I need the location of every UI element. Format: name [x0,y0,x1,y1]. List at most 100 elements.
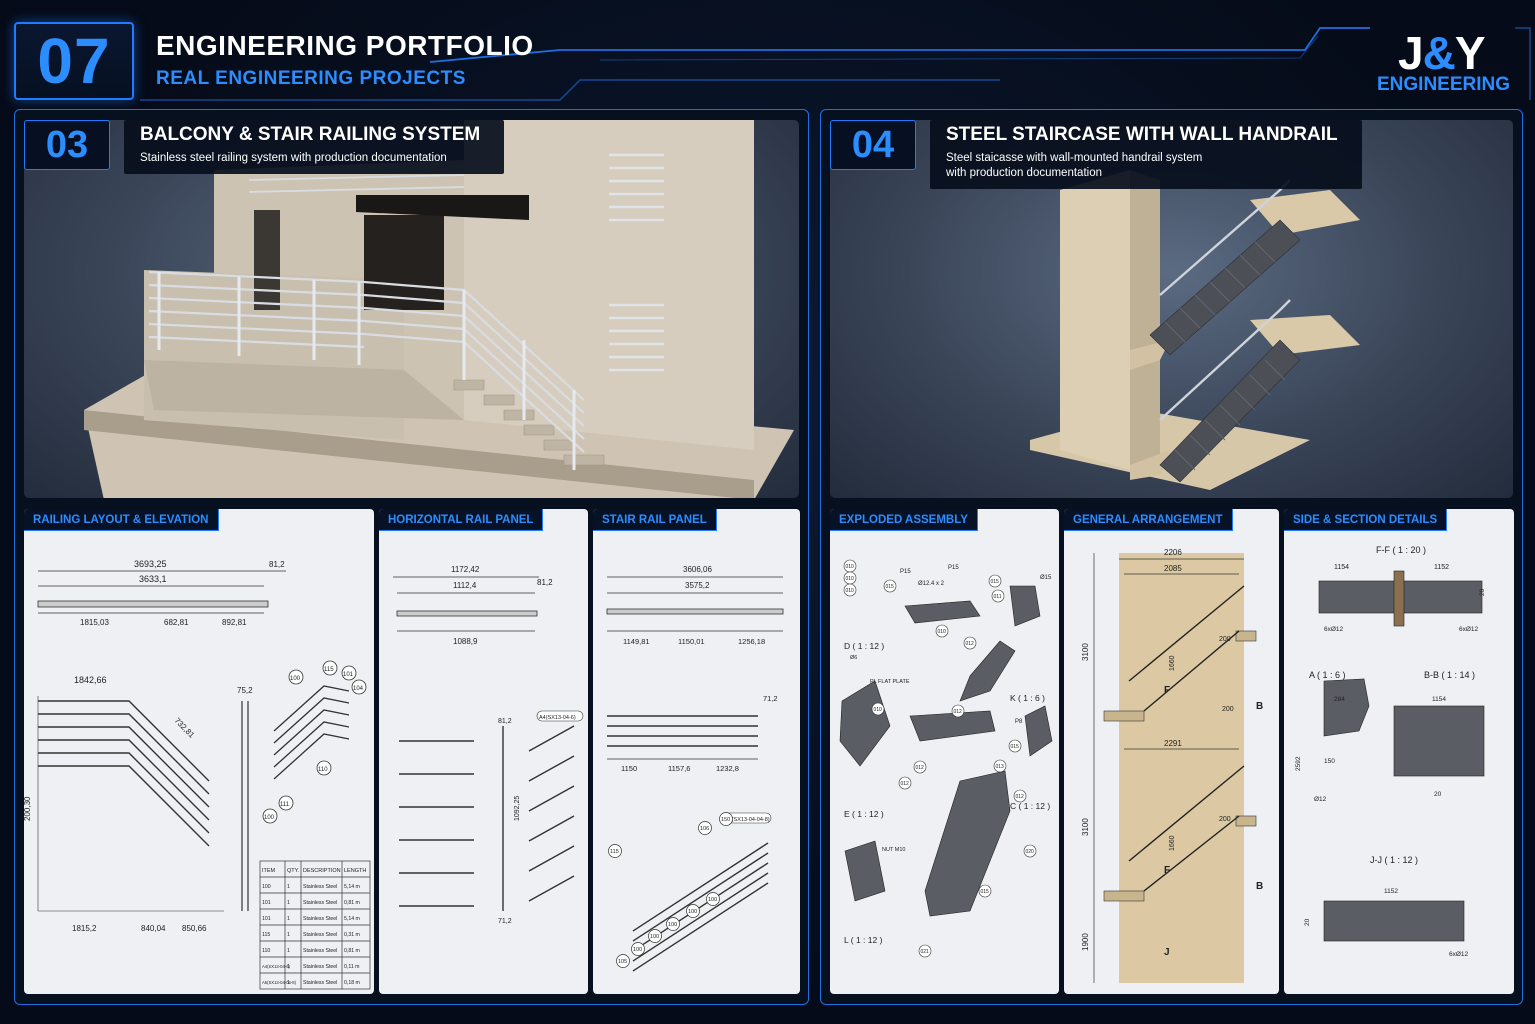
svg-text:732,81: 732,81 [173,716,197,740]
svg-text:200: 200 [1222,706,1234,713]
svg-text:111: 111 [280,802,290,808]
svg-text:B: B [1256,881,1263,892]
svg-text:71,2: 71,2 [498,918,512,925]
svg-text:3633,1: 3633,1 [139,574,167,584]
bom-cell: A4(SX13-04-6) [262,964,291,969]
part-balloon [988,574,1002,588]
svg-text:1900: 1900 [1081,933,1090,951]
part-balloon-label: 100 [650,934,659,940]
project-number: 03 [24,120,110,170]
svg-text:3693,25: 3693,25 [134,559,167,569]
svg-text:1150: 1150 [621,764,637,773]
part-balloon [616,954,630,968]
svg-text:2592: 2592 [1295,756,1302,771]
part-balloon [648,929,662,943]
bom-cell: 101 [262,916,271,922]
svg-text:850,66: 850,66 [182,924,207,933]
svg-text:284: 284 [1334,696,1345,703]
svg-text:110: 110 [318,767,328,773]
svg-text:6xØ12: 6xØ12 [1449,951,1469,958]
drawing-stair-rail-svg: 3606,06 3575,2 1149,81 1150,01 1256,18 1… [606,565,784,972]
svg-text:C ( 1 : 12 ): C ( 1 : 12 ) [1010,801,1050,811]
project-caption: BALCONY & STAIR RAILING SYSTEM Stainless… [124,120,505,174]
svg-text:20: 20 [1434,791,1442,798]
project-panel-staircase: 04 STEEL STAIRCASE WITH WALL HANDRAIL St… [820,109,1523,1005]
svg-text:150: 150 [1324,758,1335,765]
svg-text:1092,25: 1092,25 [514,796,521,821]
svg-text:101: 101 [343,672,354,678]
bom-cell: 1 [287,980,290,986]
svg-text:Ø12: Ø12 [1314,796,1327,803]
part-balloon [963,636,977,650]
svg-text:1842,66: 1842,66 [74,675,107,685]
svg-text:Ø15: Ø15 [1040,575,1052,581]
part-balloon [843,583,857,597]
part-balloon-label: 115 [610,849,619,855]
drawing-label: SIDE & SECTION DETAILS [1284,509,1448,531]
page-subtitle: REAL ENGINEERING PROJECTS [156,68,466,89]
svg-text:K ( 1 : 6 ): K ( 1 : 6 ) [1010,693,1045,703]
svg-text:200,30: 200,30 [24,796,32,821]
part-balloon-label: 100 [708,897,717,903]
drawing-horizontal-rail-svg: 1172,42 81,2 1112,4 1088,9 81,2 71,2 109… [393,565,584,925]
part-balloon-label: 013 [996,764,1005,770]
bom-cell: Stainless Steel [303,980,337,986]
bom-cell: 115 [262,932,270,938]
svg-text:81,2: 81,2 [269,560,285,569]
svg-text:D ( 1 : 12 ): D ( 1 : 12 ) [844,641,884,651]
part-balloon-label: 011 [994,594,1002,600]
drawing-horizontal-rail-panel: HORIZONTAL RAIL PANEL 1172,42 81,2 1112,… [379,509,588,994]
part-balloon [1013,789,1027,803]
svg-text:20: 20 [1479,588,1486,596]
part-balloon-label: 010 [874,707,883,713]
svg-text:104: 104 [353,686,364,692]
company-logo: J&Y [1398,27,1486,79]
svg-text:1152: 1152 [1384,888,1398,895]
svg-text:682,81: 682,81 [164,618,189,627]
svg-text:J: J [1164,947,1170,958]
svg-text:200: 200 [1219,636,1231,643]
svg-text:1815,03: 1815,03 [80,618,109,627]
part-balloon [918,944,932,958]
part-balloon [666,917,680,931]
bom-cell: 0,18 m [344,980,360,986]
svg-text:1154: 1154 [1334,564,1349,571]
part-balloon-label: 150 [721,817,730,823]
bom-cell: 1 [287,932,290,938]
svg-text:100: 100 [264,815,275,821]
svg-text:A5(SX13-04-04-8): A5(SX13-04-04-8) [725,817,770,823]
svg-text:A ( 1 : 6 ): A ( 1 : 6 ) [1309,670,1346,680]
svg-text:1150,01: 1150,01 [678,637,705,646]
svg-text:L ( 1 : 12 ): L ( 1 : 12 ) [844,935,883,945]
project-number: 04 [830,120,916,170]
svg-text:1232,8: 1232,8 [716,764,739,773]
svg-text:ITEM: ITEM [262,868,276,874]
svg-text:F: F [1164,685,1170,696]
part-balloon-label: 106 [700,826,709,832]
svg-text:1815,2: 1815,2 [72,924,97,933]
svg-text:75,2: 75,2 [237,686,253,695]
svg-text:F-F ( 1 : 20 ): F-F ( 1 : 20 ) [1376,545,1426,555]
part-balloon-label: 012 [954,709,963,715]
project-description: Stainless steel railing system with prod… [140,152,447,164]
part-balloon [631,942,645,956]
part-balloon-label: 010 [846,564,855,570]
svg-text:3606,06: 3606,06 [683,565,712,574]
bom-cell: Stainless Steel [303,964,337,970]
project-tag-03: 03 BALCONY & STAIR RAILING SYSTEM Stainl… [24,120,505,174]
part-balloon-label: 100 [668,922,677,928]
project-tag-04: 04 STEEL STAIRCASE WITH WALL HANDRAIL St… [830,120,1362,189]
bom-cell: 100 [262,884,271,890]
svg-text:200: 200 [1219,816,1231,823]
svg-text:3575,2: 3575,2 [685,581,710,590]
svg-text:1112,4: 1112,4 [453,581,477,590]
part-balloon [913,760,927,774]
bom-cell: 0,81 m [344,948,360,954]
drawing-label: STAIR RAIL PANEL [593,509,717,531]
staircase-render-svg [1030,170,1360,490]
bom-cell: 1 [287,964,290,970]
bom-cell: 1 [287,884,290,890]
part-balloon [951,704,965,718]
svg-text:Ø6: Ø6 [850,655,857,661]
svg-text:2291: 2291 [1164,739,1182,748]
